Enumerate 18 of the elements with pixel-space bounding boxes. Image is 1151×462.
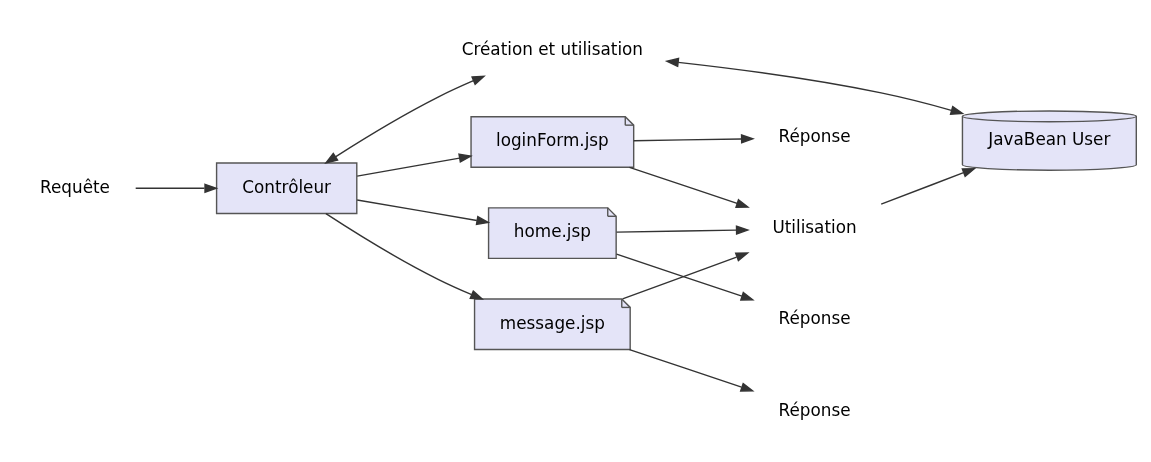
arrow — [628, 166, 750, 208]
node-text: Création et utilisation — [461, 39, 644, 60]
node-text: Requête — [40, 176, 110, 197]
arrow — [880, 167, 977, 205]
arrow — [324, 75, 486, 165]
arrow — [664, 57, 965, 115]
node-text: Réponse — [778, 308, 851, 329]
arrow — [633, 134, 755, 144]
arrow — [356, 153, 473, 177]
arrow — [628, 348, 755, 392]
arrow — [325, 212, 485, 300]
node-text: Réponse — [778, 126, 851, 147]
node-text: Réponse — [778, 399, 851, 420]
arrow — [356, 199, 491, 226]
arrow — [615, 225, 750, 236]
node-text: Utilisation — [772, 217, 857, 238]
arrow — [135, 183, 219, 194]
node-box: Contrôleur — [215, 162, 358, 215]
